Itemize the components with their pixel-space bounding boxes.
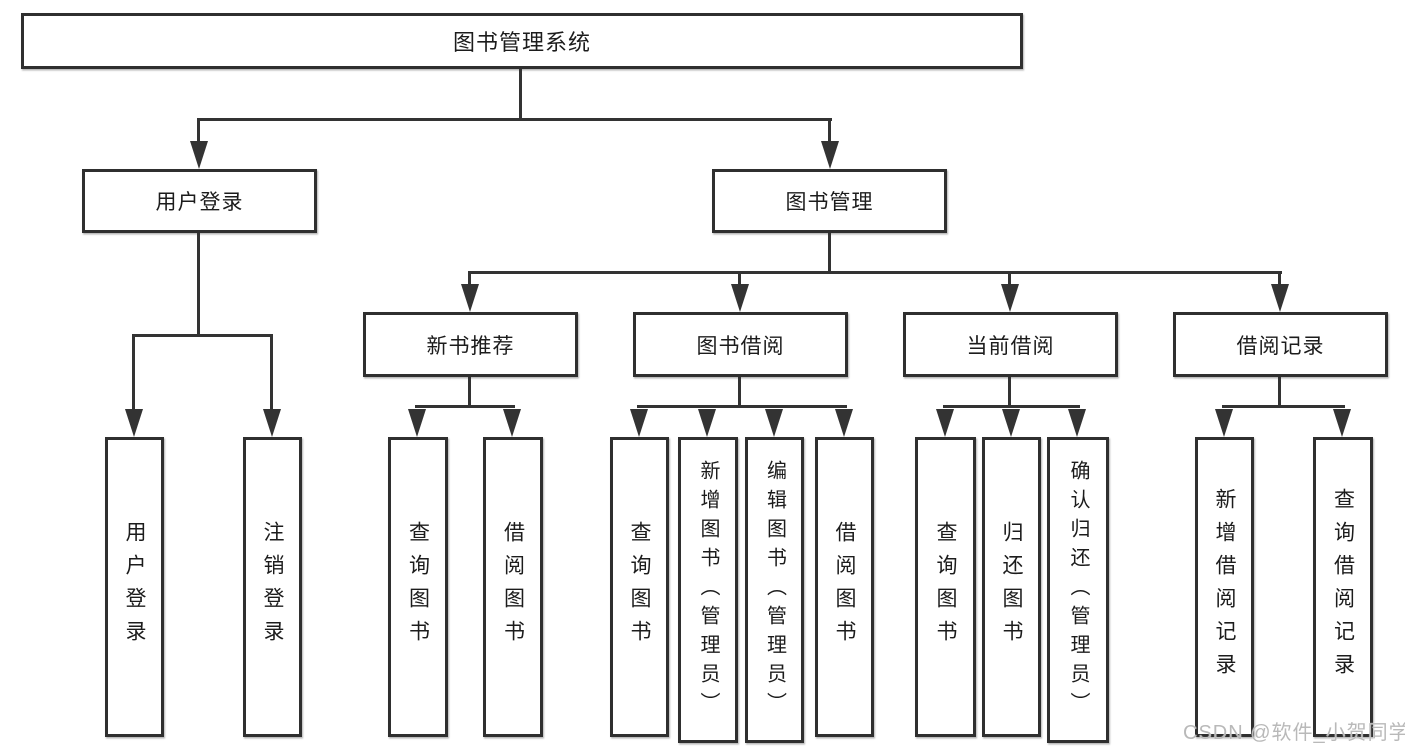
connector-line (198, 118, 832, 121)
connector-line (738, 377, 741, 408)
connector-line (132, 334, 135, 411)
leaf-query-books-3-label: 查询图书 (934, 521, 957, 653)
node-book-management-label: 图书管理 (785, 191, 874, 214)
arrow-down-icon (1215, 409, 1233, 437)
connector-line (943, 405, 1080, 408)
leaf-confirm-return-admin-label: 确认归还（管理员） (1067, 459, 1089, 721)
arrow-down-icon (698, 409, 716, 437)
node-user-login: 用户登录 (82, 169, 317, 233)
connector-line (1008, 377, 1011, 408)
arrow-down-icon (936, 409, 954, 437)
arrow-down-icon (765, 409, 783, 437)
leaf-query-books-2: 查询图书 (610, 437, 669, 737)
leaf-borrow-books-2-label: 借阅图书 (833, 521, 856, 653)
node-borrow-records-label: 借阅记录 (1236, 334, 1325, 358)
leaf-return-book-label: 归还图书 (1000, 521, 1023, 653)
arrow-down-icon (821, 141, 839, 169)
node-book-borrow: 图书借阅 (633, 312, 848, 377)
connector-line (828, 118, 831, 145)
arrow-down-icon (190, 141, 208, 169)
connector-line (738, 271, 741, 286)
connector-line (1278, 377, 1281, 408)
connector-line (270, 334, 273, 411)
connector-line (637, 405, 847, 408)
arrow-down-icon (731, 284, 749, 312)
connector-line (468, 377, 471, 408)
leaf-add-book-admin-label: 新增图书（管理员） (697, 459, 719, 721)
arrow-down-icon (408, 409, 426, 437)
node-book-borrow-label: 图书借阅 (696, 334, 785, 358)
node-current-borrow: 当前借阅 (903, 312, 1118, 377)
leaf-add-borrow-record: 新增借阅记录 (1195, 437, 1254, 737)
connector-line (197, 118, 200, 145)
connector-line (468, 271, 1282, 274)
leaf-logout: 注销登录 (243, 437, 302, 737)
arrow-down-icon (835, 409, 853, 437)
node-user-login-label: 用户登录 (155, 191, 244, 214)
connector-line (415, 405, 515, 408)
leaf-edit-book-admin-label: 编辑图书（管理员） (763, 459, 786, 721)
leaf-borrow-books-1: 借阅图书 (483, 437, 543, 737)
connector-line (468, 271, 471, 286)
arrow-down-icon (1001, 284, 1019, 312)
leaf-query-books-3: 查询图书 (915, 437, 976, 737)
arrow-down-icon (1068, 409, 1086, 437)
leaf-borrow-books-1-label: 借阅图书 (501, 521, 525, 653)
node-borrow-records: 借阅记录 (1173, 312, 1388, 377)
arrow-down-icon (263, 409, 281, 437)
leaf-add-borrow-record-label: 新增借阅记录 (1213, 488, 1236, 686)
arrow-down-icon (630, 409, 648, 437)
connector-line (132, 334, 273, 337)
arrow-down-icon (503, 409, 521, 437)
leaf-query-books-1: 查询图书 (388, 437, 448, 737)
arrow-down-icon (1002, 409, 1020, 437)
connector-line (197, 233, 200, 337)
node-root: 图书管理系统 (21, 13, 1023, 69)
arrow-down-icon (125, 409, 143, 437)
connector-line (519, 69, 522, 121)
node-book-management: 图书管理 (712, 169, 947, 233)
leaf-user-login-label: 用户登录 (123, 521, 146, 653)
node-new-book-recommend: 新书推荐 (363, 312, 578, 377)
leaf-confirm-return-admin: 确认归还（管理员） (1047, 437, 1109, 743)
connector-line (1278, 271, 1281, 286)
connector-line (1008, 271, 1011, 286)
leaf-return-book: 归还图书 (982, 437, 1041, 737)
leaf-add-book-admin: 新增图书（管理员） (678, 437, 738, 743)
connector-line (828, 233, 831, 274)
leaf-query-books-2-label: 查询图书 (628, 521, 651, 653)
leaf-query-books-1-label: 查询图书 (406, 521, 430, 653)
csdn-watermark: CSDN @软件_小贺同学 (1183, 722, 1405, 744)
connector-line (1222, 405, 1345, 408)
arrow-down-icon (461, 284, 479, 312)
arrow-down-icon (1271, 284, 1289, 312)
node-root-label: 图书管理系统 (452, 30, 591, 55)
leaf-logout-label: 注销登录 (261, 521, 284, 653)
node-new-book-recommend-label: 新书推荐 (426, 334, 515, 358)
leaf-user-login: 用户登录 (105, 437, 164, 737)
node-current-borrow-label: 当前借阅 (966, 334, 1055, 358)
arrow-down-icon (1333, 409, 1351, 437)
leaf-borrow-books-2: 借阅图书 (815, 437, 874, 737)
leaf-query-borrow-record-label: 查询借阅记录 (1331, 488, 1355, 686)
leaf-edit-book-admin: 编辑图书（管理员） (745, 437, 804, 743)
leaf-query-borrow-record: 查询借阅记录 (1313, 437, 1373, 737)
